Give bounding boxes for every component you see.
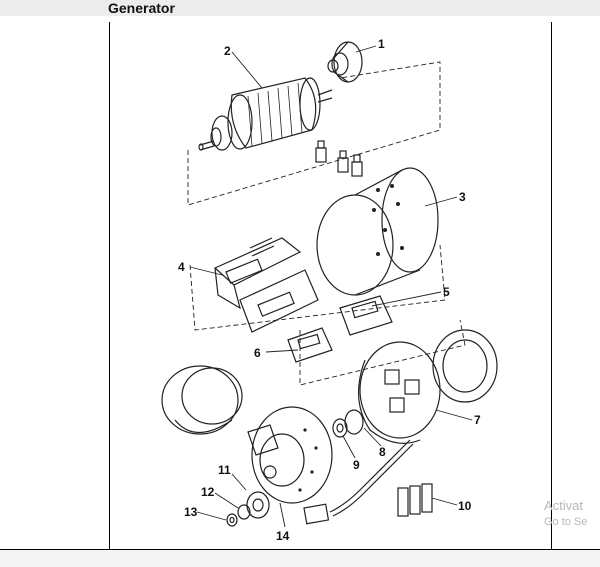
top-bar bbox=[0, 0, 600, 16]
callout-3: 3 bbox=[459, 190, 466, 204]
callout-11: 11 bbox=[218, 463, 231, 477]
end-frame bbox=[247, 406, 333, 504]
leader-lines bbox=[189, 45, 473, 528]
callout-1: 1 bbox=[378, 37, 385, 51]
part-8-9-rings bbox=[332, 409, 364, 438]
diagram-frame bbox=[109, 22, 552, 550]
cover-band bbox=[161, 365, 243, 435]
part-11-12-13-pulley-nut bbox=[226, 491, 270, 527]
callout-2: 2 bbox=[224, 44, 231, 58]
activation-watermark: Activat Go to Se bbox=[544, 497, 587, 531]
callout-9: 9 bbox=[353, 458, 360, 472]
callout-8: 8 bbox=[379, 445, 386, 459]
terminal-bolts bbox=[315, 140, 363, 177]
watermark-line-2: Go to Se bbox=[544, 516, 588, 528]
part-10-terminal-clips bbox=[397, 483, 433, 517]
callout-4: 4 bbox=[178, 260, 185, 274]
callout-7: 7 bbox=[474, 413, 481, 427]
part-5-pole-shoe bbox=[339, 295, 393, 336]
part-6-pole-shoe bbox=[287, 327, 333, 363]
part-3-housing bbox=[316, 167, 439, 296]
bottom-rule bbox=[0, 549, 600, 550]
callout-14: 14 bbox=[276, 529, 290, 543]
dashed-guides bbox=[187, 61, 466, 386]
callout-13: 13 bbox=[184, 505, 198, 519]
part-4-field-coils bbox=[213, 237, 319, 333]
part-2-armature bbox=[198, 77, 333, 151]
wiring-harness bbox=[303, 439, 414, 525]
callout-6: 6 bbox=[254, 346, 261, 360]
bottom-strip bbox=[0, 550, 600, 567]
callout-5: 5 bbox=[443, 285, 450, 299]
part-1-bearing bbox=[327, 41, 363, 83]
part-7-brush-holder bbox=[357, 341, 441, 444]
callout-12: 12 bbox=[201, 485, 215, 499]
callout-10: 10 bbox=[458, 499, 472, 513]
page-title: Generator bbox=[108, 0, 175, 16]
watermark-line-1: Activat bbox=[544, 498, 584, 513]
gasket-ring bbox=[432, 329, 498, 403]
callout-labels: 1 2 3 4 5 6 7 8 9 10 11 12 13 14 bbox=[178, 37, 481, 543]
